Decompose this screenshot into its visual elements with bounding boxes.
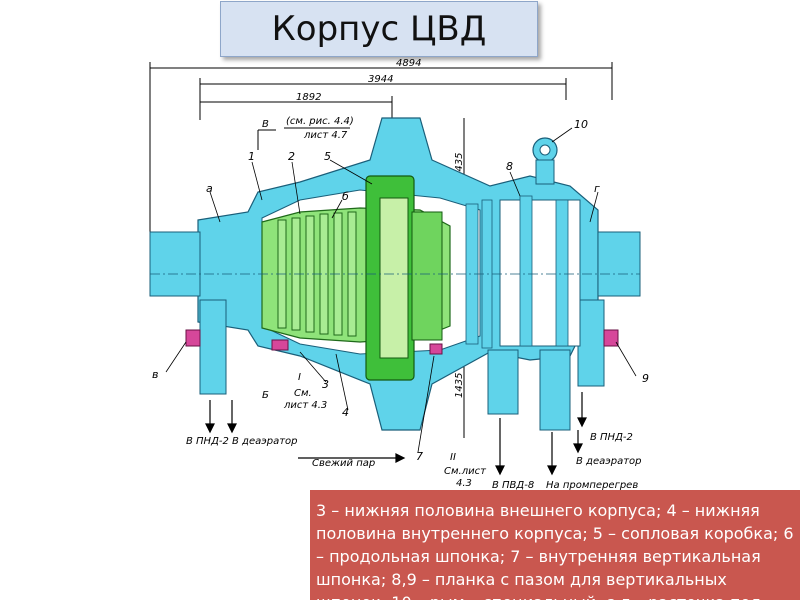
callout-9: 9 bbox=[642, 372, 649, 385]
ref-fig: (см. рис. 4.4) bbox=[286, 116, 354, 127]
ref-i: I bbox=[298, 372, 301, 383]
callout-leaders bbox=[165, 127, 637, 453]
dim-4894: 4894 bbox=[396, 58, 421, 69]
key-plate-9 bbox=[603, 329, 619, 347]
callout-7: 7 bbox=[416, 450, 423, 463]
callout-8-left: в bbox=[152, 368, 158, 381]
key-6 bbox=[271, 339, 289, 351]
dim-3944: 3944 bbox=[368, 74, 393, 85]
callout-g: г bbox=[594, 182, 600, 195]
ref-sm-sheet: См.лист bbox=[444, 466, 487, 477]
callout-1: 1 bbox=[248, 150, 255, 163]
dim-1435-bottom: 1435 bbox=[454, 373, 465, 398]
ref-43: 4.3 bbox=[456, 478, 472, 489]
label-reheat: На промперегрев bbox=[546, 480, 638, 490]
label-deaerator-left: В деаэратор bbox=[232, 436, 298, 447]
title-box: Корпус ЦВД bbox=[220, 1, 538, 57]
label-pnd2-left: В ПНД-2 bbox=[186, 436, 229, 447]
slide-title: Корпус ЦВД bbox=[271, 9, 487, 49]
dim-1435-top: 1435 bbox=[454, 153, 465, 178]
key-plate-8 bbox=[185, 329, 201, 347]
hp-cylinder-drawing: 4894 3944 1892 1435 1435 В (см. рис. 4.4… bbox=[149, 58, 649, 490]
label-fresh-steam: Свежий пар bbox=[312, 458, 375, 469]
ref-sheet43: лист 4.3 bbox=[283, 400, 327, 411]
dimension-lines bbox=[149, 62, 613, 438]
label-deaerator-right: В деаэратор bbox=[576, 456, 642, 467]
label-pvd8: В ПВД-8 bbox=[492, 480, 534, 490]
ref-sm: См. bbox=[294, 388, 312, 399]
callout-6: б bbox=[342, 190, 349, 203]
callout-10: 10 bbox=[574, 118, 588, 131]
callout-8: 8 bbox=[506, 160, 513, 173]
ref-sheet: лист 4.7 bbox=[303, 130, 348, 141]
callout-3: 3 bbox=[322, 378, 329, 391]
ref-b: Б bbox=[262, 390, 269, 401]
ref-ii: II bbox=[450, 452, 456, 463]
callout-4: 4 bbox=[342, 406, 349, 419]
label-pnd2-right: В ПНД-2 bbox=[590, 432, 633, 443]
dim-1892: 1892 bbox=[296, 92, 321, 103]
nozzle-box bbox=[365, 175, 443, 381]
caption-legend: 3 – нижняя половина внешнего корпуса; 4 … bbox=[310, 490, 800, 600]
callout-a: а bbox=[206, 182, 213, 195]
ref-v: В bbox=[262, 119, 269, 130]
callout-5: 5 bbox=[324, 150, 331, 163]
outlet-arrows bbox=[205, 392, 587, 476]
callout-2: 2 bbox=[288, 150, 295, 163]
key-7 bbox=[429, 343, 443, 355]
